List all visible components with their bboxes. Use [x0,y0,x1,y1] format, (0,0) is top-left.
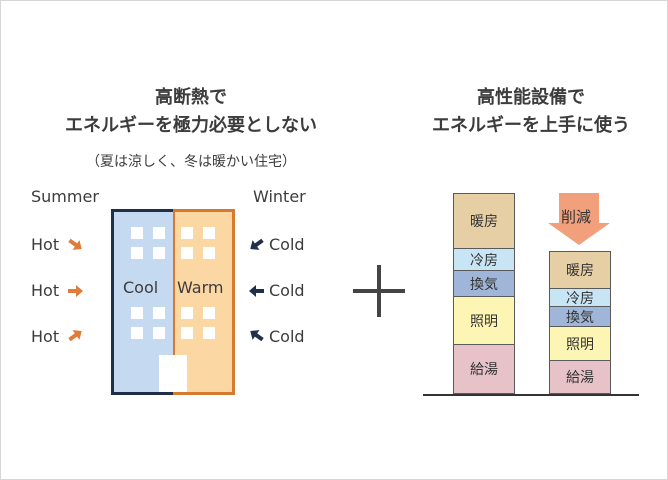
cold-label-3: Cold [269,327,305,346]
hot-arrow-up-right-icon [68,330,82,342]
window [131,227,143,239]
left-title-line2: エネルギーを極力必要としない [65,115,317,136]
cold-arrow-left-icon [249,285,264,297]
window [203,247,215,259]
right-title-line2: エネルギーを上手に使う [432,115,630,136]
cold-arrow-down-left-icon [250,238,264,250]
window [153,307,165,319]
window [131,247,143,259]
cold-label-1: Cold [269,235,305,254]
reduce-arrow-icon [548,193,610,245]
hot-arrow-right-icon [68,285,83,297]
right-title-line1: 高性能設備で [477,87,585,108]
window [203,327,215,339]
cold-label-2: Cold [269,281,305,300]
stack1-ventilation: 換気 [453,271,515,297]
building-door [159,355,187,392]
window [131,307,143,319]
window [203,227,215,239]
reduce-label: 削減 [561,208,592,226]
plus-icon [353,265,405,317]
stack2-heating: 暖房 [549,251,611,289]
stack2-cooling: 冷房 [549,289,611,307]
window [131,327,143,339]
winter-label: Winter [253,187,306,206]
warm-label: Warm [177,278,224,297]
hot-label-2: Hot [31,281,60,300]
hot-arrow-down-right-icon [68,238,82,250]
stack2-hotwater: 給湯 [549,361,611,394]
hot-label-1: Hot [31,235,60,254]
window [153,247,165,259]
cool-label: Cool [123,278,159,297]
window [203,307,215,319]
stack2-ventilation: 換気 [549,307,611,327]
stack1-hotwater: 給湯 [453,345,515,394]
summer-label: Summer [31,187,99,206]
building-cool-half [111,209,173,395]
window [153,327,165,339]
stack1-cooling: 冷房 [453,249,515,271]
left-title-line1: 高断熱で [155,87,227,108]
stack2-lighting: 照明 [549,327,611,361]
left-subtitle: （夏は涼しく、冬は暖かい住宅） [86,154,296,170]
stack1-heating: 暖房 [453,193,515,249]
cold-arrow-up-left-icon [250,330,264,342]
window [181,227,193,239]
hot-label-3: Hot [31,327,60,346]
stack1-lighting: 照明 [453,297,515,345]
window [181,307,193,319]
baseline [423,394,639,396]
window [181,327,193,339]
window [153,227,165,239]
window [181,247,193,259]
